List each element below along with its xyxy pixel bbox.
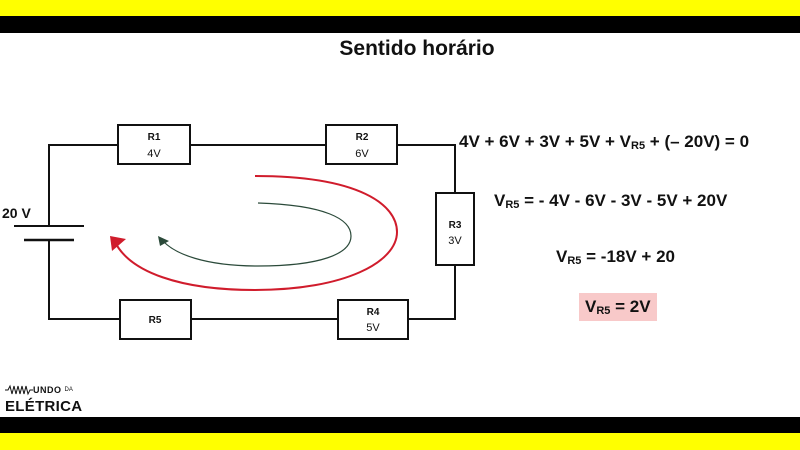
logo-word-da: DA [64,387,73,393]
equation-simplify: VR5 = -18V + 20 [556,247,675,267]
equation-result-subscript: R5 [596,305,611,317]
page-title: Sentido horário [339,37,495,60]
source-voltage-label: 20 V [2,205,31,221]
resistor-r1: R1 4V [117,124,191,165]
equation-simplify-subscript: R5 [567,255,582,267]
equation-kvl-sum: 4V + 6V + 3V + 5V + VR5 + (– 20V) = 0 [459,132,749,152]
bottom-yellow-band [0,433,800,450]
mundo-da-eletrica-logo: UNDO DA ELÉTRICA [5,383,82,415]
resistor-r5-name: R5 [149,315,162,326]
waveform-icon [5,384,33,396]
bottom-black-band [0,417,800,433]
equation-kvl-sum-subscript: R5 [631,140,646,152]
resistor-r5: R5 [119,299,192,340]
equation-simplify-right: = -18V + 20 [581,247,675,266]
equation-kvl-sum-left: 4V + 6V + 3V + 5V + V [459,132,632,151]
logo-word-eletrica: ELÉTRICA [5,398,83,415]
resistor-r2: R2 6V [325,124,398,165]
resistor-r4: R4 5V [337,299,409,340]
wire-bottom-right [408,265,456,320]
resistor-r3-value: 3V [448,235,462,247]
resistor-r1-name: R1 [148,132,161,143]
red-arrowhead [110,236,126,251]
resistor-r3: R3 3V [435,192,475,266]
logo-word-undo: UNDO [33,385,62,395]
equation-kvl-sum-right: + (– 20V) = 0 [645,132,750,151]
equation-result-highlighted: VR5 = 2V [579,293,657,321]
red-clockwise-arrow [114,175,399,292]
green-clockwise-arrow [162,202,352,267]
wire-top-left [48,144,118,225]
equation-simplify-left: V [556,247,568,266]
equation-result-right: = 2V [610,297,651,316]
resistor-r4-value: 5V [366,322,380,334]
equation-isolate-vr5-subscript: R5 [505,199,520,211]
resistor-r2-value: 6V [355,148,369,160]
resistor-r1-value: 4V [147,148,161,160]
green-arrowhead [158,236,169,246]
resistor-r4-name: R4 [367,307,380,318]
wire-top-right [397,144,456,193]
top-black-band [0,16,800,33]
equation-isolate-vr5-right: = - 4V - 6V - 3V - 5V + 20V [519,191,728,210]
equation-isolate-vr5: VR5 = - 4V - 6V - 3V - 5V + 20V [494,191,727,211]
battery-symbol [14,225,84,242]
equation-result-left: V [585,297,597,316]
circuit-wires [48,144,456,320]
wire-bottom-left [48,241,120,320]
top-yellow-band [0,0,800,16]
resistor-r2-name: R2 [356,132,369,143]
equation-isolate-vr5-left: V [494,191,506,210]
resistor-r3-name: R3 [449,220,462,231]
